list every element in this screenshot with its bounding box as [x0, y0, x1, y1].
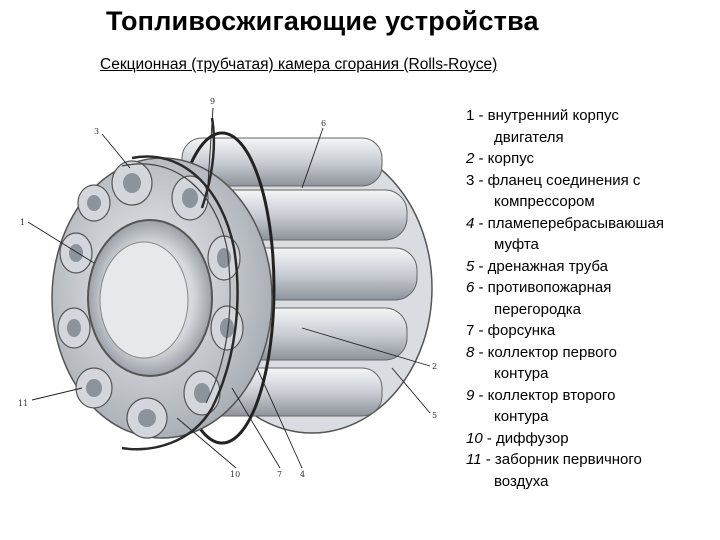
legend-item: 10 - диффузор	[466, 428, 716, 450]
legend-item-line: 3 - фланец соединения с	[466, 170, 716, 192]
legend-item-text: - противопожарная	[478, 279, 612, 296]
legend-item-text: - коллектор первого	[478, 343, 617, 361]
legend-item-number: 4	[466, 214, 475, 232]
callout-7: 7	[277, 470, 282, 479]
legend-item-number: 3	[466, 171, 475, 189]
callout-2: 2	[432, 362, 437, 371]
legend-item-continuation: перегородка	[494, 300, 581, 318]
legend-item-text: - внутренний корпус	[478, 107, 619, 124]
legend-item-text: - фланец соединения с	[478, 171, 641, 189]
combustion-chamber-illustration: 9 3 6 1 2 11 10 7 4 5	[18, 97, 437, 479]
callout-5: 5	[432, 411, 437, 420]
legend-item-text: - коллектор второго	[478, 386, 616, 404]
legend-item-continuation: компрессором	[494, 193, 595, 210]
legend-item-continuation: контура	[494, 408, 549, 425]
legend-item-line: 4 - пламеперебрасываюшая	[466, 213, 716, 235]
page-title: Топливосжигающие устройства	[106, 6, 539, 36]
legend-item-line: 9 - коллектор второго	[466, 385, 716, 407]
legend-item-number: 10	[466, 429, 483, 447]
legend-item-line: 2 - корпус	[466, 148, 716, 170]
callout-6: 6	[321, 119, 326, 128]
legend-item-line: 11 - заборник первичного	[466, 449, 716, 471]
legend-item-number: 2	[466, 150, 475, 167]
legend-item-text: - пламеперебрасываюшая	[478, 214, 664, 232]
legend-item: 5 - дренажная труба	[466, 256, 716, 278]
legend-item-line: 8 - коллектор первого	[466, 342, 716, 364]
legend-item-continuation: контура	[494, 365, 549, 382]
legend-item: 2 - корпус	[466, 148, 716, 170]
legend-item-line: 1 - внутренний корпус	[466, 105, 716, 127]
callout-9: 9	[210, 97, 215, 106]
legend-item-number: 7	[466, 322, 475, 339]
legend-item-number: 9	[466, 386, 475, 404]
legend-item-line: 5 - дренажная труба	[466, 256, 716, 278]
legend-item-text: - диффузор	[486, 429, 569, 447]
legend-item-text: - форсунка	[478, 322, 556, 339]
legend-item-number: 1	[466, 107, 475, 124]
legend-item-number: 5	[466, 257, 475, 275]
legend-item: 7 - форсунка	[466, 320, 716, 342]
legend-item-continuation: двигателя	[494, 128, 564, 146]
page-subtitle: Секционная (трубчатая) камера сгорания (…	[100, 56, 498, 73]
legend-item-text: - заборник первичного	[485, 451, 642, 468]
callout-1: 1	[20, 218, 25, 227]
legend-item-text: - дренажная труба	[478, 257, 608, 275]
callout-11: 11	[18, 399, 28, 408]
legend-item-line: 7 - форсунка	[466, 320, 716, 342]
legend-item-continuation: воздуха	[494, 472, 549, 490]
callout-4: 4	[300, 470, 305, 479]
callout-3: 3	[94, 127, 99, 136]
legend-item-line: 10 - диффузор	[466, 428, 716, 450]
legend-item-line: 6 - противопожарная	[466, 277, 716, 299]
callout-10: 10	[230, 470, 240, 479]
legend-item-number: 11	[466, 451, 482, 468]
legend-item-continuation: муфта	[494, 236, 539, 253]
legend-item-number: 8	[466, 343, 475, 361]
legend-item-text: - корпус	[478, 150, 535, 167]
legend-item-number: 6	[466, 279, 475, 296]
